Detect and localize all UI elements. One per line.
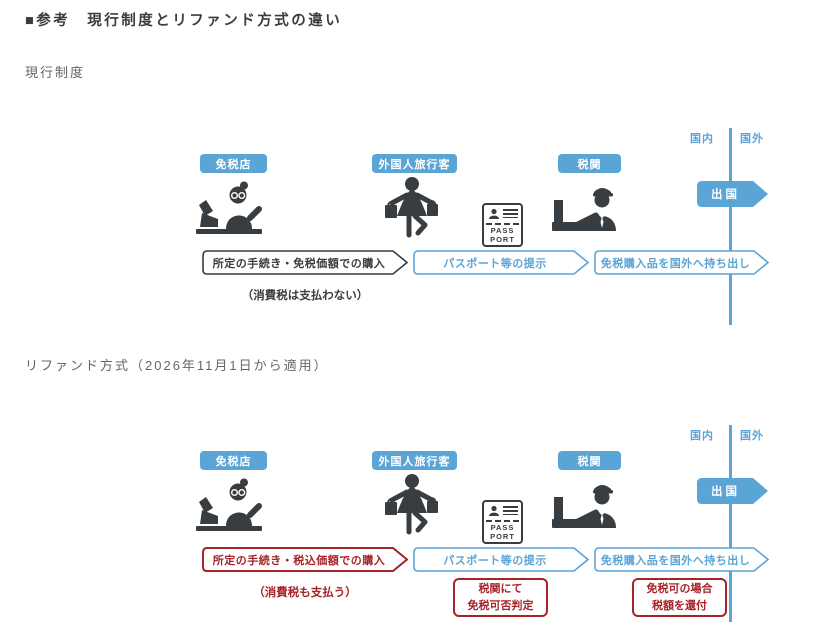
step-carry-current: 免税購入品を国外へ持ち出し [594,250,769,275]
dutyfree-shop-label-current: 免税店 [200,154,267,173]
shop-clerk-icon [196,477,264,535]
foreign-tourist-label-current: 外国人旅行客 [372,154,457,173]
passport-text-lines [503,505,518,518]
tourist-shopper-icon [383,473,441,541]
passport-divider [486,222,519,225]
foreign-tourist-label-refund: 外国人旅行客 [372,451,457,470]
step-purchase-refund: 所定の手続き・税込価額での購入 [202,547,408,572]
domestic-label-current: 国内 [690,133,714,145]
passport-person-icon [489,208,499,219]
passport-text-lines [503,208,518,221]
refund-method-heading: リファンド方式（2026年11月1日から適用） [25,358,329,373]
step-passport-refund: パスポート等の提示 [413,547,589,572]
passport-label: PASS PORT [490,225,515,244]
customs-officer-icon [552,184,622,238]
passport-person-icon [489,505,499,516]
domestic-label-refund: 国内 [690,430,714,442]
customs-judgement-callout: 税関にて 免税可否判定 [453,578,548,617]
passport-icon: PASS PORT [482,203,523,247]
tax-note-refund: （消費税も支払う） [253,587,357,599]
departure-arrow-refund: 出国 [697,478,768,504]
overseas-label-refund: 国外 [740,430,764,442]
tourist-shopper-icon [383,176,441,244]
customs-label-refund: 税関 [558,451,621,470]
passport-label: PASS PORT [490,522,515,541]
step-purchase-current: 所定の手続き・免税価額での購入 [202,250,408,275]
border-line-refund [729,425,732,622]
customs-officer-icon [552,481,622,535]
tax-note-current: （消費税は支払わない） [241,290,369,302]
shop-clerk-icon [196,180,264,238]
page-title: ■参考 現行制度とリファンド方式の違い [25,13,343,29]
dutyfree-shop-label-refund: 免税店 [200,451,267,470]
step-carry-refund: 免税購入品を国外へ持ち出し [594,547,769,572]
departure-arrow-current: 出国 [697,181,768,207]
customs-label-current: 税関 [558,154,621,173]
passport-icon: PASS PORT [482,500,523,544]
step-passport-current: パスポート等の提示 [413,250,589,275]
passport-divider [486,519,519,522]
current-system-heading: 現行制度 [25,65,86,80]
tax-refund-callout: 免税可の場合 税額を還付 [632,578,727,617]
border-line-current [729,128,732,325]
overseas-label-current: 国外 [740,133,764,145]
